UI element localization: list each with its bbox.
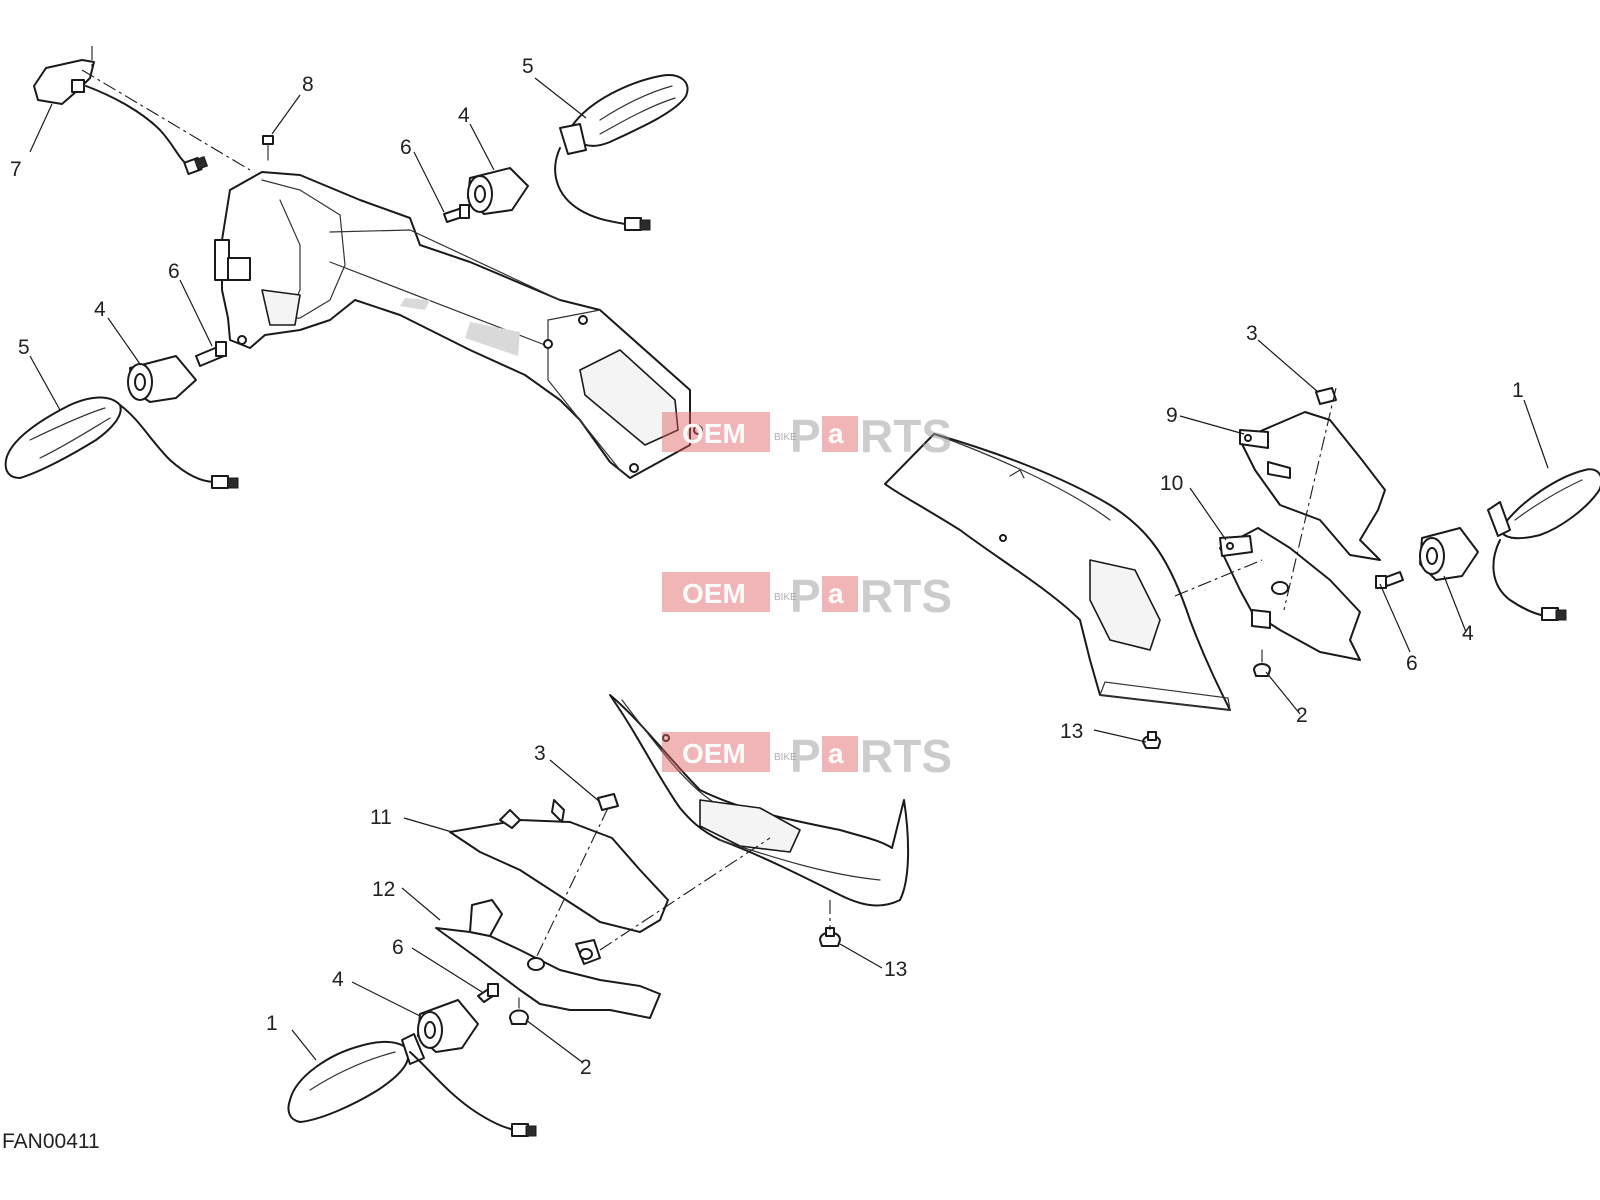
- bracket-11: [449, 799, 669, 933]
- watermark-p: P: [790, 570, 821, 622]
- callout-6: 6: [1406, 652, 1418, 675]
- callout-11: 11: [370, 806, 392, 829]
- callout-5: 5: [522, 55, 534, 78]
- rubber-grommet-right: [1419, 527, 1479, 581]
- fastener-13-left: [819, 927, 841, 947]
- callout-3: 3: [534, 742, 546, 765]
- callout-10: 10: [1160, 472, 1183, 495]
- callout-6: 6: [400, 136, 412, 159]
- watermark-a: a: [828, 738, 844, 769]
- watermark-oem: OEM: [682, 738, 746, 769]
- callout-5: 5: [18, 336, 30, 359]
- callout-2: 2: [1296, 704, 1308, 727]
- callout-9: 9: [1166, 404, 1178, 427]
- left-turn-signal-top: [4, 396, 239, 489]
- watermark-top: OEM BIKE P a RTS: [662, 410, 952, 462]
- turn-signal-right: [1487, 468, 1600, 621]
- turn-signal-left-bottom: [287, 1033, 537, 1137]
- callouts: 7 8 6 4 5 6 4 5 3 9 10 1 4 6 2 13 3 11 1…: [10, 55, 1524, 1079]
- callout-4: 4: [332, 968, 344, 991]
- leader-lines: [29, 77, 1549, 1063]
- callout-6: 6: [168, 260, 180, 283]
- callout-8: 8: [302, 73, 314, 96]
- tail-fairing-left: [609, 694, 910, 907]
- callout-13: 13: [1060, 720, 1083, 743]
- watermark-rts: RTS: [860, 410, 952, 462]
- watermark-a: a: [828, 578, 844, 609]
- watermark-bike: BIKE: [774, 752, 797, 763]
- watermark-bike: BIKE: [774, 432, 797, 443]
- watermark-a: a: [828, 418, 844, 449]
- callout-4: 4: [94, 298, 106, 321]
- watermark-oem: OEM: [682, 418, 746, 449]
- screw-6-top-center: [443, 204, 470, 223]
- screw-6-right: [1375, 571, 1404, 589]
- callout-12: 12: [372, 878, 395, 901]
- turn-signal-top-center: [554, 74, 689, 231]
- callout-13: 13: [884, 958, 907, 981]
- callout-4: 4: [458, 104, 470, 127]
- screw-6-left-top: [195, 341, 227, 367]
- clip-3-left: [597, 793, 619, 811]
- fastener-13-right: [1142, 731, 1161, 749]
- callout-6: 6: [392, 936, 404, 959]
- callout-1: 1: [266, 1012, 278, 1035]
- rubber-grommet-left-top: [127, 355, 197, 403]
- watermark-bottom: OEM BIKE P a RTS: [662, 730, 952, 782]
- watermark-bike: BIKE: [774, 592, 797, 603]
- callout-3: 3: [1246, 322, 1258, 345]
- bracket-10: [1219, 527, 1361, 661]
- screw-8: [262, 135, 274, 161]
- watermark-oem: OEM: [682, 578, 746, 609]
- license-plate-light: [33, 59, 209, 176]
- figure-code: FAN00411: [2, 1130, 100, 1153]
- rubber-grommet-left-bottom: [417, 999, 479, 1053]
- rubber-grommet-top-center: [467, 167, 529, 215]
- callout-4: 4: [1462, 622, 1474, 645]
- fastener-2-left: [509, 997, 529, 1025]
- watermark-p: P: [790, 410, 821, 462]
- watermark-rts: RTS: [860, 570, 952, 622]
- bracket-12: [435, 899, 661, 1019]
- number-plate-holder-bracket: [214, 171, 703, 479]
- callout-1: 1: [1512, 379, 1524, 402]
- callout-7: 7: [10, 158, 22, 181]
- clip-3-right: [1315, 387, 1337, 405]
- watermark-p: P: [790, 730, 821, 782]
- screw-6-left-bottom: [477, 983, 499, 1003]
- fastener-2-right: [1253, 649, 1271, 677]
- watermark-rts: RTS: [860, 730, 952, 782]
- callout-2: 2: [580, 1056, 592, 1079]
- watermark-middle: OEM BIKE P a RTS: [662, 570, 952, 622]
- tail-fairing-right: [884, 433, 1231, 711]
